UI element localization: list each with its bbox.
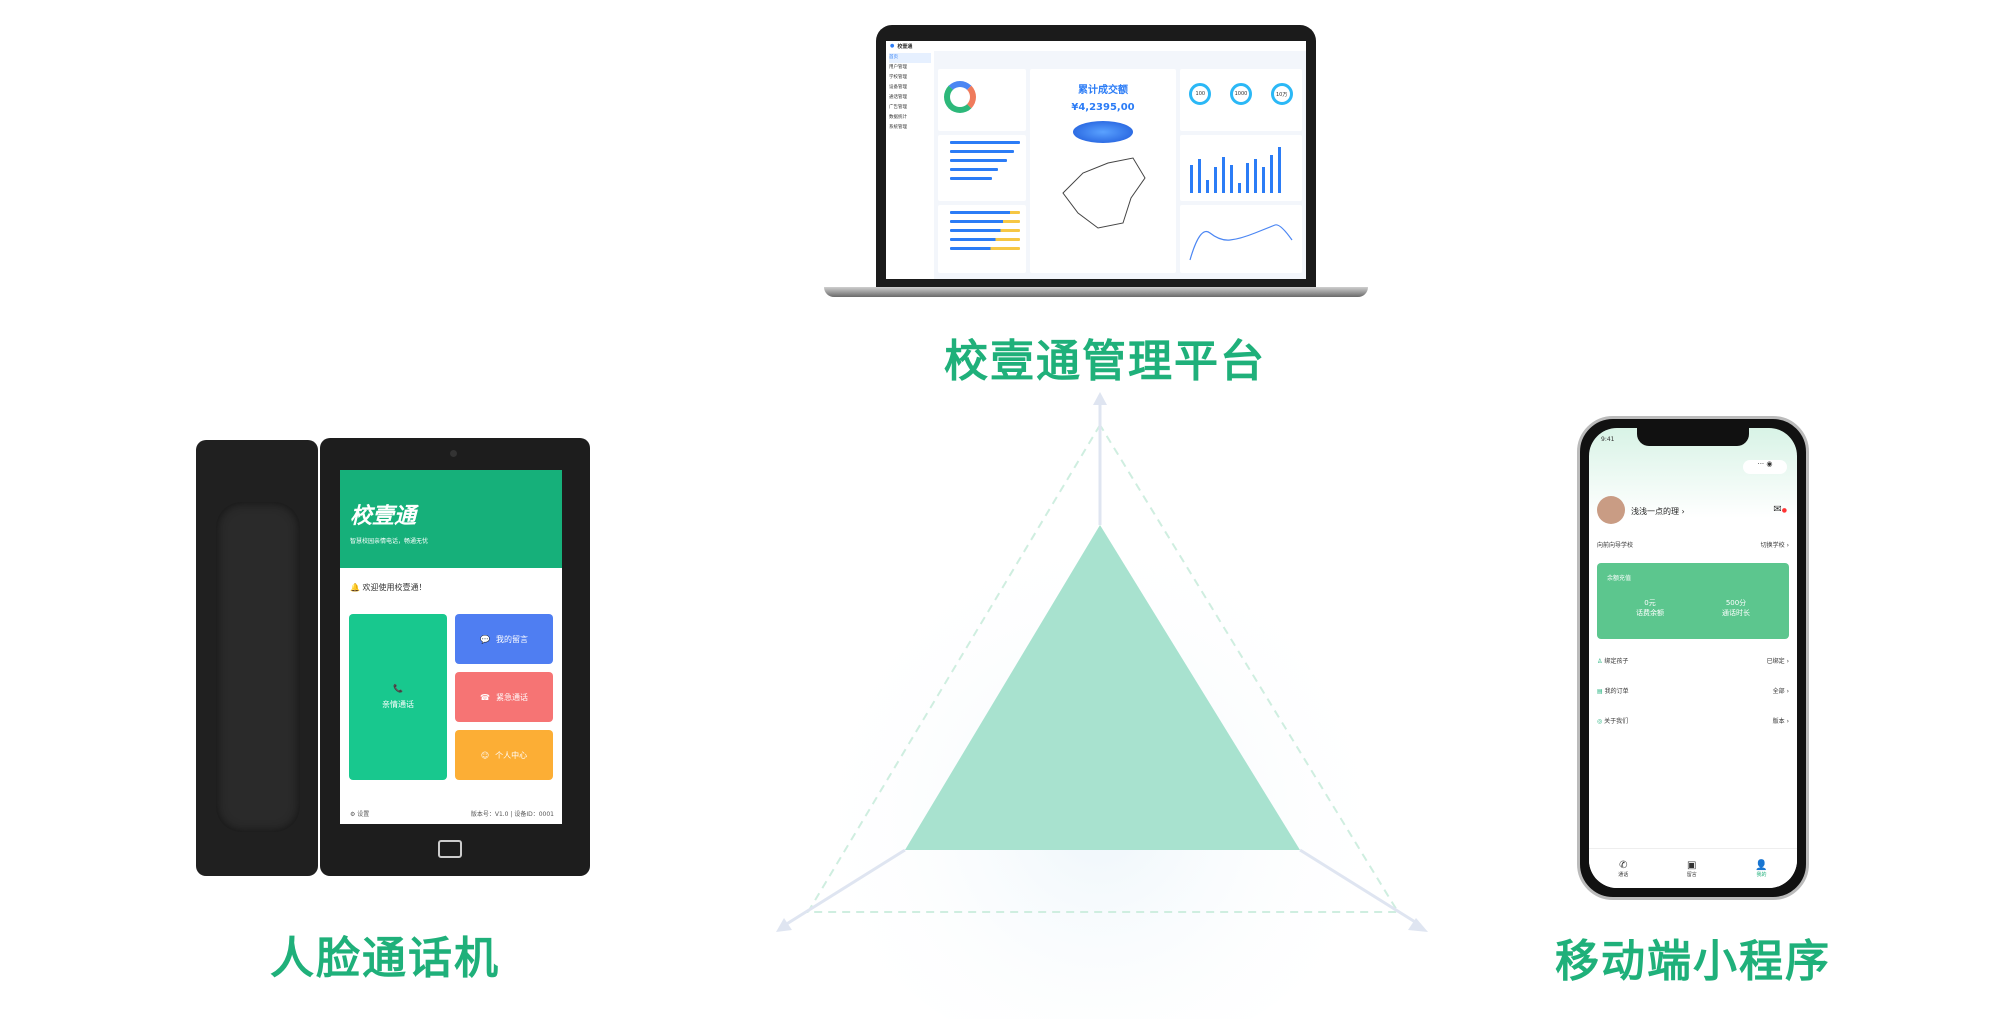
balance-label: 话费余额 (1636, 609, 1664, 617)
status-time: 9:41 (1601, 436, 1615, 443)
tile-messages[interactable]: 💬我的留言 (455, 614, 553, 664)
tablet-banner: 校壹通 智慧校园亲情电话，畅通无忧 (340, 470, 562, 568)
duration-value: 500分 (1725, 599, 1747, 607)
axis-left (784, 848, 906, 927)
platform-label: 校壹通管理平台 (944, 336, 1266, 387)
nfc-reader-icon (438, 840, 462, 858)
camera-icon (450, 450, 457, 457)
dashed-outline (806, 423, 1400, 913)
face-phone-device: 校壹通 智慧校园亲情电话，畅通无忧 🔔 欢迎使用校壹通！ 📞亲情通话 💬我的留言… (196, 436, 590, 878)
gauge: 1000 (1229, 83, 1252, 105)
filled-triangle (905, 525, 1300, 850)
message-icon[interactable]: ✉● (1773, 504, 1787, 515)
mobile-label: 移动端小程序 (1555, 936, 1831, 987)
admin-dashboard: ●校壹通 首页 用户管理 学校管理 设备管理 通话管理 广告管理 数据统计 系统… (886, 41, 1306, 279)
tab-call[interactable]: ✆通话 (1618, 859, 1629, 878)
total-label: 累计成交额 (1078, 85, 1128, 96)
switch-school-link[interactable]: 切换学校 › (1760, 542, 1789, 549)
bell-icon: 🔔 (350, 583, 360, 592)
gauge-panel: 100 1000 10万 (1180, 69, 1302, 131)
tile-family-call[interactable]: 📞亲情通话 (349, 614, 447, 780)
laptop-device: ●校壹通 首页 用户管理 学校管理 设备管理 通话管理 广告管理 数据统计 系统… (824, 25, 1368, 297)
tile-emergency-call[interactable]: ☎紧急通话 (455, 672, 553, 722)
tab-bar: ✆通话 ▣留言 👤我的 (1589, 848, 1797, 888)
sidebar: 首页 用户管理 学校管理 设备管理 通话管理 广告管理 数据统计 系统管理 (886, 51, 934, 279)
donut-panel (938, 69, 1026, 131)
gauge: 100 (1189, 83, 1212, 105)
column-chart-panel (1180, 135, 1302, 201)
phone-icon: 📞 (393, 684, 403, 693)
list-item[interactable]: ◎ 关于我们版本 › (1597, 718, 1789, 725)
app-name: 校壹通 (897, 43, 913, 50)
gauge: 10万 (1270, 83, 1293, 105)
total-value: ¥4,2395,00 (1071, 102, 1135, 113)
menu-item[interactable]: 数据统计 (889, 115, 907, 120)
mobile-phone-device: 9:41 ··· ◉ 浅浅一点的理 › ✉● 向前向导学校切换学校 › 余额充值… (1577, 416, 1809, 900)
menu-item[interactable]: 首页 (889, 53, 931, 63)
emergency-phone-icon: ☎ (480, 692, 490, 702)
version-text: 版本号：V1.0 | 设备ID：0001 (470, 811, 554, 818)
balance-value: 0元 (1644, 599, 1656, 607)
menu-item[interactable]: 广告管理 (889, 105, 907, 110)
settings-button[interactable]: ⚙ 设置 (350, 811, 370, 818)
username[interactable]: 浅浅一点的理 › (1631, 507, 1685, 516)
balance-card[interactable]: 余额充值 0元话费余额 500分通话时长 (1597, 563, 1789, 639)
menu-item[interactable]: 系统管理 (889, 125, 907, 130)
tab-message[interactable]: ▣留言 (1686, 859, 1697, 878)
school-row: 向前向导学校切换学校 › (1597, 542, 1789, 549)
china-map (1062, 157, 1146, 229)
capsule-menu[interactable]: ··· ◉ (1743, 460, 1787, 474)
mini-program-screen: 9:41 ··· ◉ 浅浅一点的理 › ✉● 向前向导学校切换学校 › 余额充值… (1589, 428, 1797, 888)
bar-panel (938, 135, 1026, 201)
line-chart-panel (1180, 205, 1302, 273)
terminal-label: 人脸通话机 (270, 933, 500, 984)
center-panel: 累计成交额 ¥4,2395,00 (1030, 69, 1176, 273)
list-item[interactable]: ♙ 绑定孩子已绑定 › (1597, 658, 1789, 665)
menu-item[interactable]: 设备管理 (889, 85, 907, 90)
brand: 校壹通 (350, 504, 417, 529)
card-title: 余额充值 (1607, 575, 1632, 582)
avatar[interactable] (1597, 496, 1625, 524)
handset (216, 502, 300, 832)
smile-icon: ☺ (480, 750, 490, 760)
axis-right (1299, 848, 1421, 927)
tile-personal-center[interactable]: ☺个人中心 (455, 730, 553, 780)
chat-icon: 💬 (480, 634, 490, 644)
slogan: 智慧校园亲情电话，畅通无忧 (350, 538, 429, 545)
list-item[interactable]: ▤ 我的订单全部 › (1597, 688, 1789, 695)
stacked-bar-panel (938, 205, 1026, 273)
menu-item[interactable]: 用户管理 (889, 65, 907, 70)
menu-item[interactable]: 通话管理 (889, 95, 907, 100)
tab-mine[interactable]: 👤我的 (1755, 859, 1768, 878)
duration-label: 通话时长 (1722, 609, 1750, 617)
menu-item[interactable]: 学校管理 (889, 75, 907, 80)
welcome-text: 欢迎使用校壹通！ (362, 583, 427, 592)
